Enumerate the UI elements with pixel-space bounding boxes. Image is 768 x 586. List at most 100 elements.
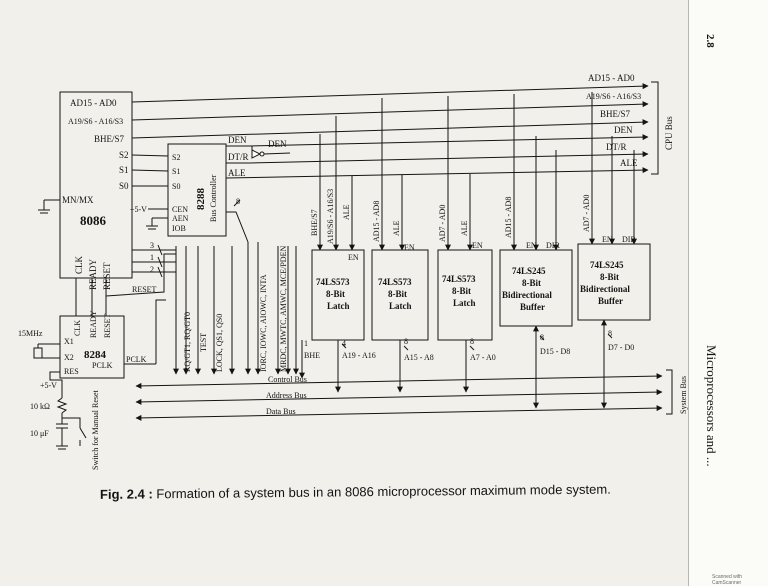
clk-pin-reset: RESET bbox=[103, 313, 112, 338]
bc-pin-s1: S1 bbox=[172, 167, 180, 176]
buffer2-dir: DIR bbox=[622, 235, 636, 244]
buffer1-line2: 8-Bit bbox=[522, 278, 541, 288]
figure-text: Formation of a system bus in an 8086 mic… bbox=[152, 481, 611, 502]
cpu-pin-bhe: BHE/S7 bbox=[94, 134, 125, 144]
bus-controller-8288 bbox=[167, 143, 227, 237]
buffer2-out: D7 - D0 bbox=[608, 343, 634, 352]
latch2-en: EN bbox=[404, 243, 415, 252]
rqgt-label: RQ/GT1, RQ/GT0 bbox=[183, 312, 192, 372]
manual-reset-switch-icon bbox=[62, 417, 81, 428]
latch3-en: EN bbox=[472, 241, 483, 250]
scanner-watermark: Scanned with CamScanner bbox=[712, 574, 743, 586]
capacitor-label: 10 μF bbox=[30, 429, 49, 438]
latch3-line3: Latch bbox=[453, 298, 476, 308]
cpu-pin-s2: S2 bbox=[119, 150, 129, 160]
s1-wire bbox=[131, 169, 169, 172]
reset-route bbox=[105, 253, 176, 297]
latch1-line3: Latch bbox=[327, 301, 350, 311]
latch2-name: 74LS573 bbox=[378, 277, 412, 287]
cpu-8086-chip bbox=[59, 91, 133, 279]
res-wire bbox=[49, 371, 63, 392]
bus-signal-2-label: 2 bbox=[150, 265, 154, 274]
cpu-pin-s0: S0 bbox=[119, 181, 129, 191]
latch2-count: 8 bbox=[404, 337, 408, 346]
buffer1-count: 8 bbox=[540, 333, 544, 342]
clk-pin-x1: X1 bbox=[64, 337, 74, 346]
latch1-en: EN bbox=[348, 253, 359, 262]
bhe-count: 1 bbox=[304, 339, 308, 348]
latch2-out: A15 - A8 bbox=[404, 353, 434, 362]
bc-subtitle: Bus Controller bbox=[209, 174, 218, 222]
buffer2-en: EN bbox=[602, 235, 613, 244]
figure-label: Fig. 2.4 : bbox=[99, 486, 153, 502]
page-number: 2.8 bbox=[704, 34, 716, 48]
pclk-route bbox=[155, 299, 166, 364]
buffer-chip-1 bbox=[499, 249, 573, 327]
system-bus-lines bbox=[135, 369, 673, 421]
tap-label-1: BHE/S7 bbox=[310, 209, 319, 236]
buffer2-line4: Buffer bbox=[598, 296, 623, 306]
latch2-line2: 8-Bit bbox=[388, 289, 407, 299]
cpu-pin-s1: S1 bbox=[119, 165, 129, 175]
tap-label-7: ALE bbox=[460, 220, 469, 236]
controller-control-out bbox=[226, 211, 249, 243]
system-bus-diagram: AD15 - AD0 A19/S6 - A16/S3 BHE/S7 DEN DT… bbox=[18, 73, 688, 470]
control-bus-line bbox=[135, 373, 663, 389]
reset-signal-label: RESET bbox=[132, 285, 157, 294]
clk-pin-ready: READY bbox=[89, 310, 98, 338]
buffer1-line4: Buffer bbox=[520, 302, 545, 312]
buffer1-en: EN bbox=[526, 241, 537, 250]
cpu-pin-ready: READY bbox=[88, 259, 98, 290]
latch1-name: 74LS573 bbox=[316, 277, 350, 287]
bc-pin-s2: S2 bbox=[172, 153, 180, 162]
bc-pin-den: DEN bbox=[228, 135, 247, 145]
tap-label-2: A19/S6 - A16/S3 bbox=[326, 189, 335, 244]
clk-pin-clk: CLK bbox=[73, 320, 82, 336]
cpu-bus-label-2: A19/S6 - A16/S3 bbox=[586, 92, 641, 101]
bc-pin-aen: AEN bbox=[172, 214, 189, 223]
buffer2-count: 8 bbox=[608, 329, 612, 338]
cpu-bus-title: CPU Bus bbox=[664, 116, 674, 150]
buffer1-line3: Bidirectional bbox=[502, 290, 552, 300]
bus-line-bhe bbox=[131, 119, 649, 139]
s2-wire bbox=[131, 154, 169, 157]
tap-label-5: ALE bbox=[392, 220, 401, 236]
clk-pin-pclk: PCLK bbox=[92, 361, 113, 370]
buffer1-dir: DIR bbox=[546, 241, 560, 250]
running-title: Microprocessors and ... bbox=[704, 345, 719, 467]
figure-caption: Fig. 2.4 : Formation of a system bus in … bbox=[100, 481, 660, 502]
buffer2-line2: 8-Bit bbox=[600, 272, 619, 282]
crystal-label: 15MHz bbox=[18, 329, 43, 338]
address-bus-line bbox=[135, 389, 663, 405]
tap-label-4: AD15 - AD8 bbox=[372, 201, 381, 242]
switch-label: Switch for Manual Reset bbox=[91, 389, 100, 470]
bus-signal-3-label: 3 bbox=[150, 241, 154, 250]
crystal-icon bbox=[33, 347, 43, 359]
cpu-pin-ad: AD15 - AD0 bbox=[70, 98, 117, 108]
clock-gen-name: 8284 bbox=[84, 349, 107, 361]
cpu-pin-reset: RESET bbox=[102, 262, 112, 290]
cpu-bus-label-6: ALE bbox=[620, 158, 638, 168]
resistor-icon bbox=[56, 397, 68, 414]
latch3-out: A7 - A0 bbox=[470, 353, 496, 362]
resistor-label: 10 kΩ bbox=[30, 402, 50, 411]
cpu-bus-label-4: DEN bbox=[614, 125, 633, 135]
bc-out-count: 8 bbox=[236, 197, 240, 206]
bhe-out-label: BHE bbox=[304, 351, 320, 360]
bus-line-dtr bbox=[249, 151, 649, 164]
latch-chip-3 bbox=[437, 249, 493, 341]
bc-pin-iob: IOB bbox=[172, 224, 186, 233]
buffer-chip-2 bbox=[577, 243, 651, 321]
bc-pin-ale: ALE bbox=[228, 168, 246, 178]
den-out-label: DEN bbox=[268, 139, 287, 149]
latch1-out: A19 - A16 bbox=[342, 351, 376, 360]
data-bus-label: Data Bus bbox=[266, 407, 296, 416]
cpu-pin-mnmx: MN/MX bbox=[62, 195, 94, 205]
mem-commands-label: MRDC, MWTC, AMWC, MCE/PDEN bbox=[279, 246, 288, 372]
den-inverter-icon bbox=[251, 149, 262, 159]
bc-pin-dtr: DT/R bbox=[228, 152, 249, 162]
cpu-bus-label-3: BHE/S7 bbox=[600, 109, 631, 119]
clk-pin-x2: X2 bbox=[64, 353, 74, 362]
cpu-pin-clk: CLK bbox=[74, 255, 84, 274]
